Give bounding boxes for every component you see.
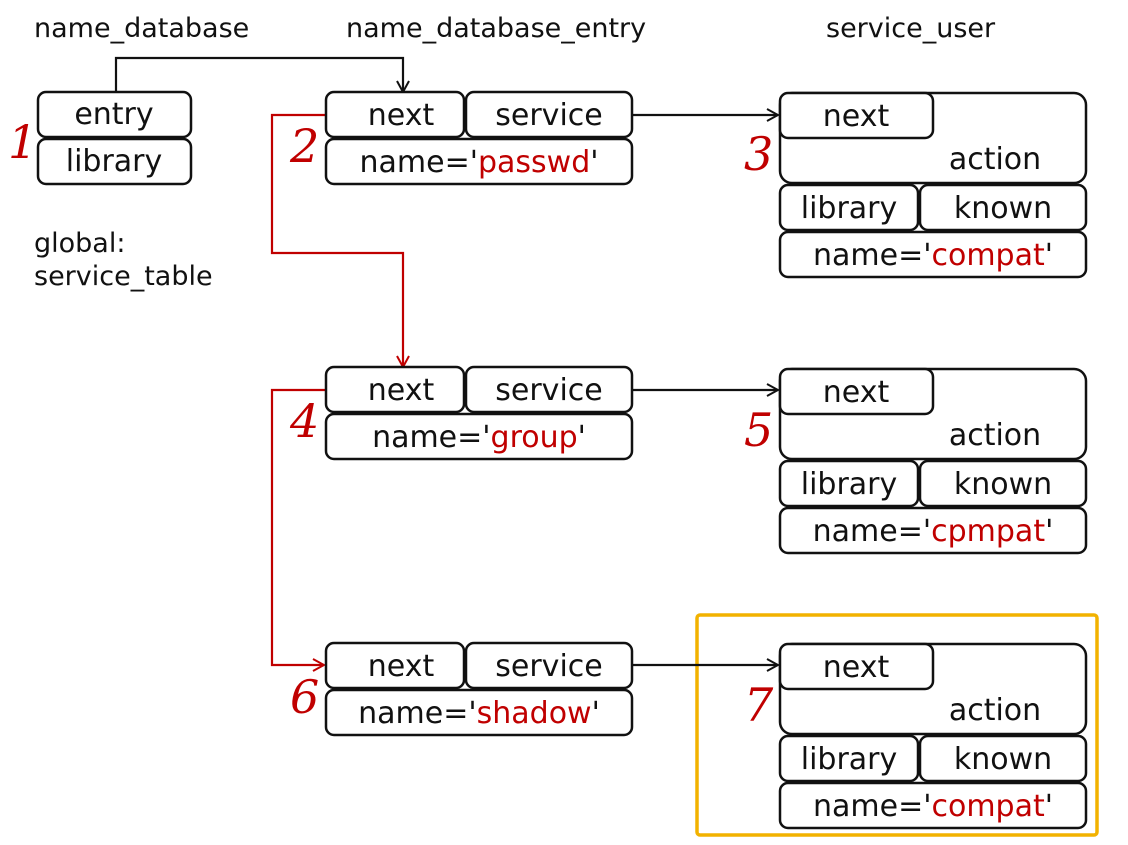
arrow-passwd-next bbox=[270, 113, 403, 367]
name-label-suffix: ' bbox=[1045, 238, 1053, 273]
action-label: action bbox=[949, 693, 1041, 728]
name-label-prefix: name=' bbox=[358, 696, 476, 731]
next-label: next bbox=[368, 649, 435, 684]
arrow-group-next bbox=[270, 388, 326, 665]
node-number-5: 5 bbox=[744, 403, 773, 457]
library-label: library bbox=[66, 144, 163, 179]
known-label: known bbox=[954, 742, 1052, 777]
action-label: action bbox=[949, 142, 1041, 177]
name-field bbox=[324, 412, 634, 461]
name-label: name='passwd' bbox=[360, 145, 599, 180]
next-label: next bbox=[823, 99, 890, 134]
service-label: service bbox=[495, 649, 602, 684]
header-name-database-entry: name_database_entry bbox=[346, 13, 646, 44]
next-label: next bbox=[823, 650, 890, 685]
library-field bbox=[778, 459, 920, 508]
node-number-4: 4 bbox=[289, 394, 319, 448]
name-label-prefix: name=' bbox=[360, 145, 478, 180]
name-label-prefix: name=' bbox=[813, 238, 931, 273]
service-user-node-7: next action library known name='compat' 7 bbox=[744, 642, 1088, 830]
library-field bbox=[778, 183, 920, 232]
library-field bbox=[778, 734, 920, 783]
name-label-value: compat bbox=[931, 789, 1044, 824]
name-label-prefix: name=' bbox=[372, 420, 490, 455]
known-field bbox=[918, 734, 1088, 783]
next-field bbox=[778, 642, 935, 691]
name-label-value: cpmpat bbox=[931, 514, 1045, 549]
global-label: global: bbox=[34, 228, 125, 259]
name-label: name='cpmpat' bbox=[813, 514, 1054, 549]
next-label: next bbox=[368, 373, 435, 408]
name-label-value: passwd bbox=[478, 145, 590, 180]
name-label-value: compat bbox=[931, 238, 1044, 273]
service-user-node-3: next action library known name='compat' 3 bbox=[744, 91, 1088, 279]
name-label-suffix: ' bbox=[578, 420, 586, 455]
name-field bbox=[778, 230, 1088, 279]
name-label-prefix: name=' bbox=[813, 514, 931, 549]
name-field bbox=[778, 506, 1088, 555]
name-label-value: group bbox=[491, 420, 578, 455]
known-label: known bbox=[954, 467, 1052, 502]
highlight-box bbox=[695, 613, 1099, 837]
name-field bbox=[324, 137, 634, 186]
service-label: service bbox=[495, 373, 602, 408]
service-field bbox=[464, 365, 634, 414]
known-label: known bbox=[954, 191, 1052, 226]
header-name-database: name_database bbox=[34, 13, 249, 44]
node-number-3: 3 bbox=[744, 127, 773, 181]
name-label-suffix: ' bbox=[590, 145, 598, 180]
service-user-node-5: next action library known name='cpmpat' 5 bbox=[744, 367, 1088, 555]
service-field bbox=[464, 90, 634, 139]
library-label: library bbox=[801, 191, 898, 226]
next-field bbox=[324, 641, 466, 690]
entry-node-2: next service name='passwd' 2 bbox=[289, 90, 634, 186]
name-field bbox=[324, 688, 634, 737]
library-label: library bbox=[801, 742, 898, 777]
next-field bbox=[324, 365, 466, 414]
next-label: next bbox=[368, 98, 435, 133]
service-table-label: service_table bbox=[34, 261, 213, 292]
name-label-suffix: ' bbox=[592, 696, 600, 731]
name-label: name='compat' bbox=[813, 238, 1053, 273]
name-label: name='group' bbox=[372, 420, 586, 455]
next-field bbox=[778, 91, 935, 140]
name-label-value: shadow bbox=[477, 696, 592, 731]
node-number-7: 7 bbox=[744, 678, 774, 732]
node-number-2: 2 bbox=[289, 119, 319, 173]
next-field bbox=[778, 367, 935, 416]
library-label: library bbox=[801, 467, 898, 502]
name-label: name='shadow' bbox=[358, 696, 600, 731]
next-label: next bbox=[823, 375, 890, 410]
entry-node-6: next service name='shadow' 6 bbox=[290, 641, 634, 737]
known-field bbox=[918, 459, 1088, 508]
action-label: action bbox=[949, 418, 1041, 453]
name-label-prefix: name=' bbox=[813, 789, 931, 824]
entry-field bbox=[36, 90, 193, 139]
arrow-entry-to-passwd bbox=[114, 56, 403, 92]
library-field bbox=[36, 137, 193, 186]
name-field bbox=[778, 781, 1088, 830]
name-label-suffix: ' bbox=[1045, 789, 1053, 824]
known-field bbox=[918, 183, 1088, 232]
service-label: service bbox=[495, 98, 602, 133]
header-service-user: service_user bbox=[826, 13, 996, 44]
node-number-6: 6 bbox=[290, 670, 319, 724]
name-label: name='compat' bbox=[813, 789, 1053, 824]
node-number-1: 1 bbox=[8, 115, 37, 169]
next-field bbox=[324, 90, 466, 139]
name-database-struct: entry library 1 bbox=[8, 90, 193, 186]
service-field bbox=[464, 641, 634, 690]
name-label-suffix: ' bbox=[1045, 514, 1053, 549]
entry-label: entry bbox=[74, 97, 153, 132]
